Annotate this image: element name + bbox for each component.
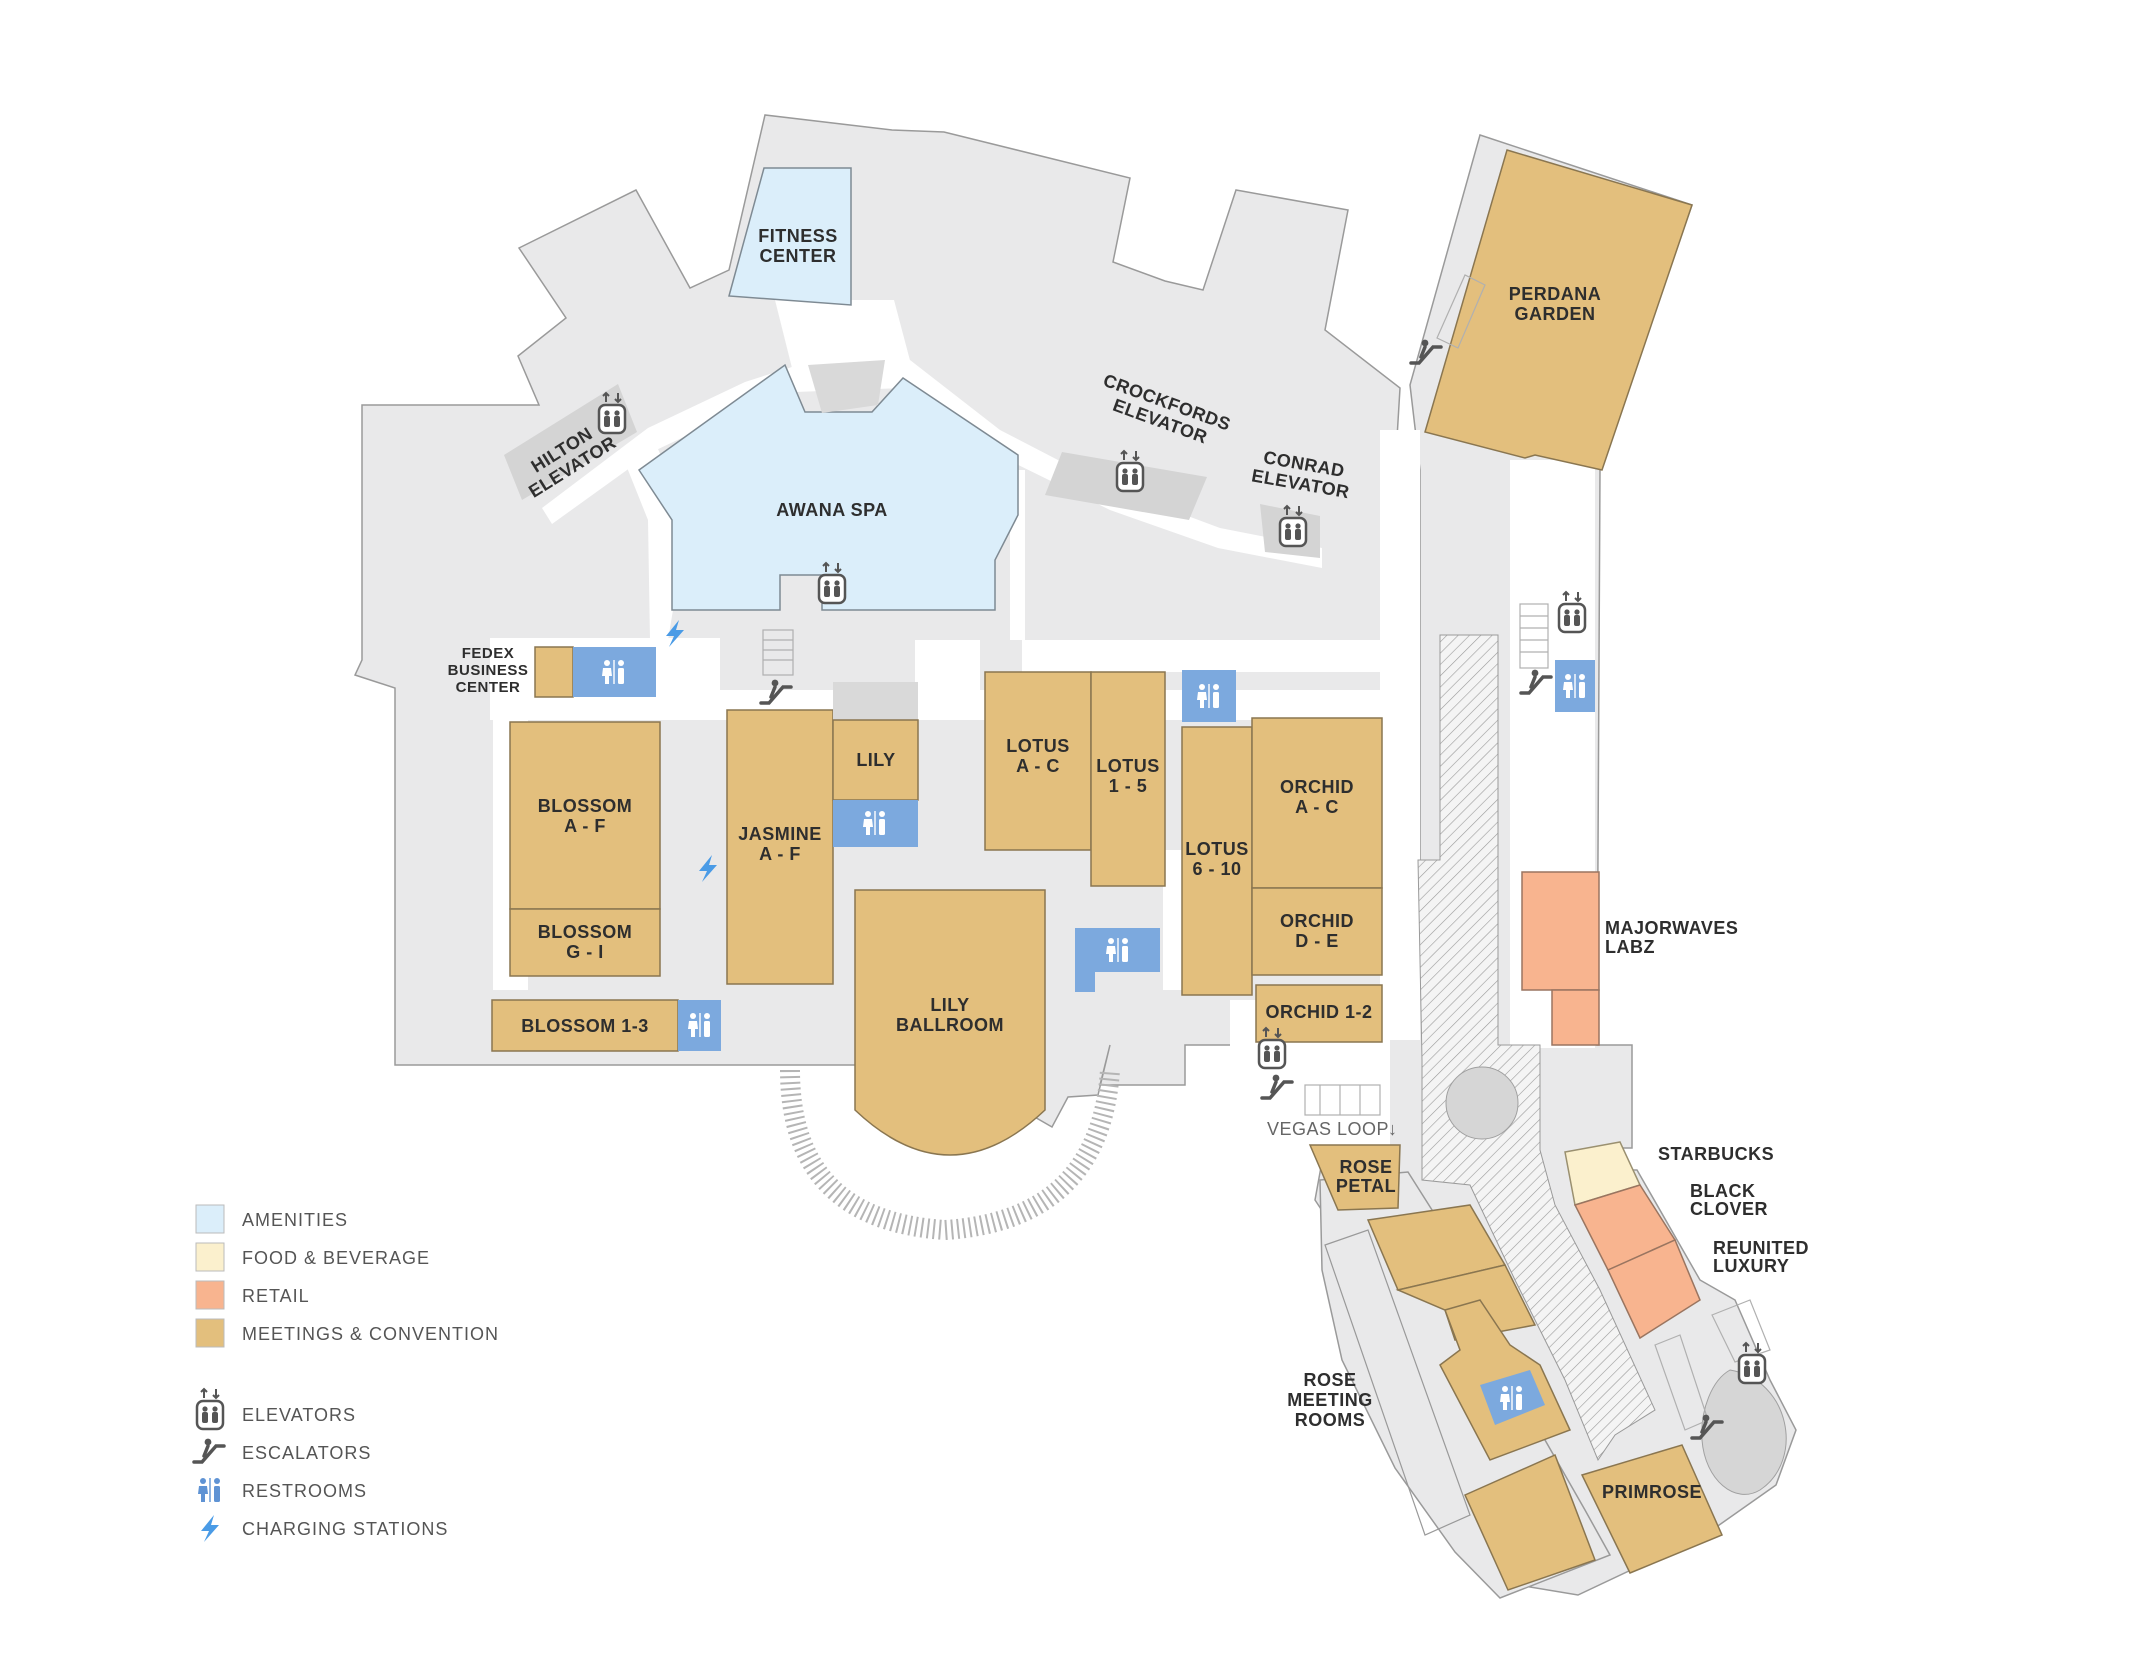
meeting-rooms <box>491 149 1723 1591</box>
jasmine-a-f[interactable] <box>726 709 834 985</box>
lotus-6-10[interactable] <box>1181 726 1253 996</box>
rose-petal[interactable] <box>1308 1144 1401 1211</box>
legend-swatch-food <box>195 1242 225 1272</box>
legend-swatch-amenities <box>195 1204 225 1234</box>
escalator-icon <box>192 1436 226 1464</box>
stairs <box>762 274 1771 1431</box>
lily-ballroom[interactable] <box>854 889 1046 1156</box>
blossom-g-i[interactable] <box>509 908 661 977</box>
elevator-icon <box>195 1387 225 1431</box>
awana-spa-label: AWANA SPA <box>776 500 888 520</box>
hatched-walkway <box>1417 634 1656 1462</box>
orchid-d-e[interactable] <box>1251 887 1383 976</box>
blossom-1-3-label: BLOSSOM 1-3 <box>521 1016 649 1036</box>
charging-icon <box>201 1515 219 1542</box>
starbucks-label: STARBUCKS <box>1658 1144 1774 1164</box>
legend-swatch-meetings <box>195 1318 225 1348</box>
legend-label-elevators: ELEVATORS <box>242 1405 356 1425</box>
restroom-icon <box>197 1477 221 1503</box>
rose-meeting-outline <box>1324 1229 1471 1536</box>
down-arrow-icon: ↓ <box>1388 1119 1398 1139</box>
vegas-loop-label: VEGAS LOOP <box>1267 1119 1389 1139</box>
lotus-a-c[interactable] <box>984 671 1092 851</box>
amenities <box>637 167 1019 611</box>
legend-label-charging: CHARGING STATIONS <box>242 1519 448 1539</box>
orchid-1-2-label: ORCHID 1-2 <box>1265 1002 1372 1022</box>
lily-label: LILY <box>856 750 895 770</box>
orchid-a-c[interactable] <box>1251 717 1383 889</box>
legend-label-meetings: MEETINGS & CONVENTION <box>242 1324 499 1344</box>
majorwaves-labz[interactable] <box>1521 871 1600 991</box>
fitness-center[interactable] <box>728 167 852 306</box>
fedex-business-center[interactable] <box>534 646 574 698</box>
legend: AMENITIES FOOD & BEVERAGE RETAIL MEETING… <box>192 1204 499 1542</box>
legend-label-amenities: AMENITIES <box>242 1210 348 1230</box>
perdana-garden[interactable] <box>1424 149 1693 471</box>
primrose[interactable] <box>1580 1444 1723 1574</box>
legend-label-retail: RETAIL <box>242 1286 310 1306</box>
legend-label-escalators: ESCALATORS <box>242 1443 371 1463</box>
reunited-luxury[interactable] <box>1606 1239 1701 1340</box>
legend-label-food: FOOD & BEVERAGE <box>242 1248 430 1268</box>
legend-swatch-retail <box>195 1280 225 1310</box>
rose-room-4[interactable] <box>1464 1453 1596 1591</box>
legend-label-restrooms: RESTROOMS <box>242 1481 367 1501</box>
restrooms <box>573 647 1595 1425</box>
awana-spa[interactable] <box>637 363 1019 611</box>
retail-food <box>1521 871 1701 1340</box>
lotus-1-5[interactable] <box>1090 671 1166 887</box>
blossom-a-f[interactable] <box>509 721 661 910</box>
primrose-label: PRIMROSE <box>1602 1482 1702 1502</box>
